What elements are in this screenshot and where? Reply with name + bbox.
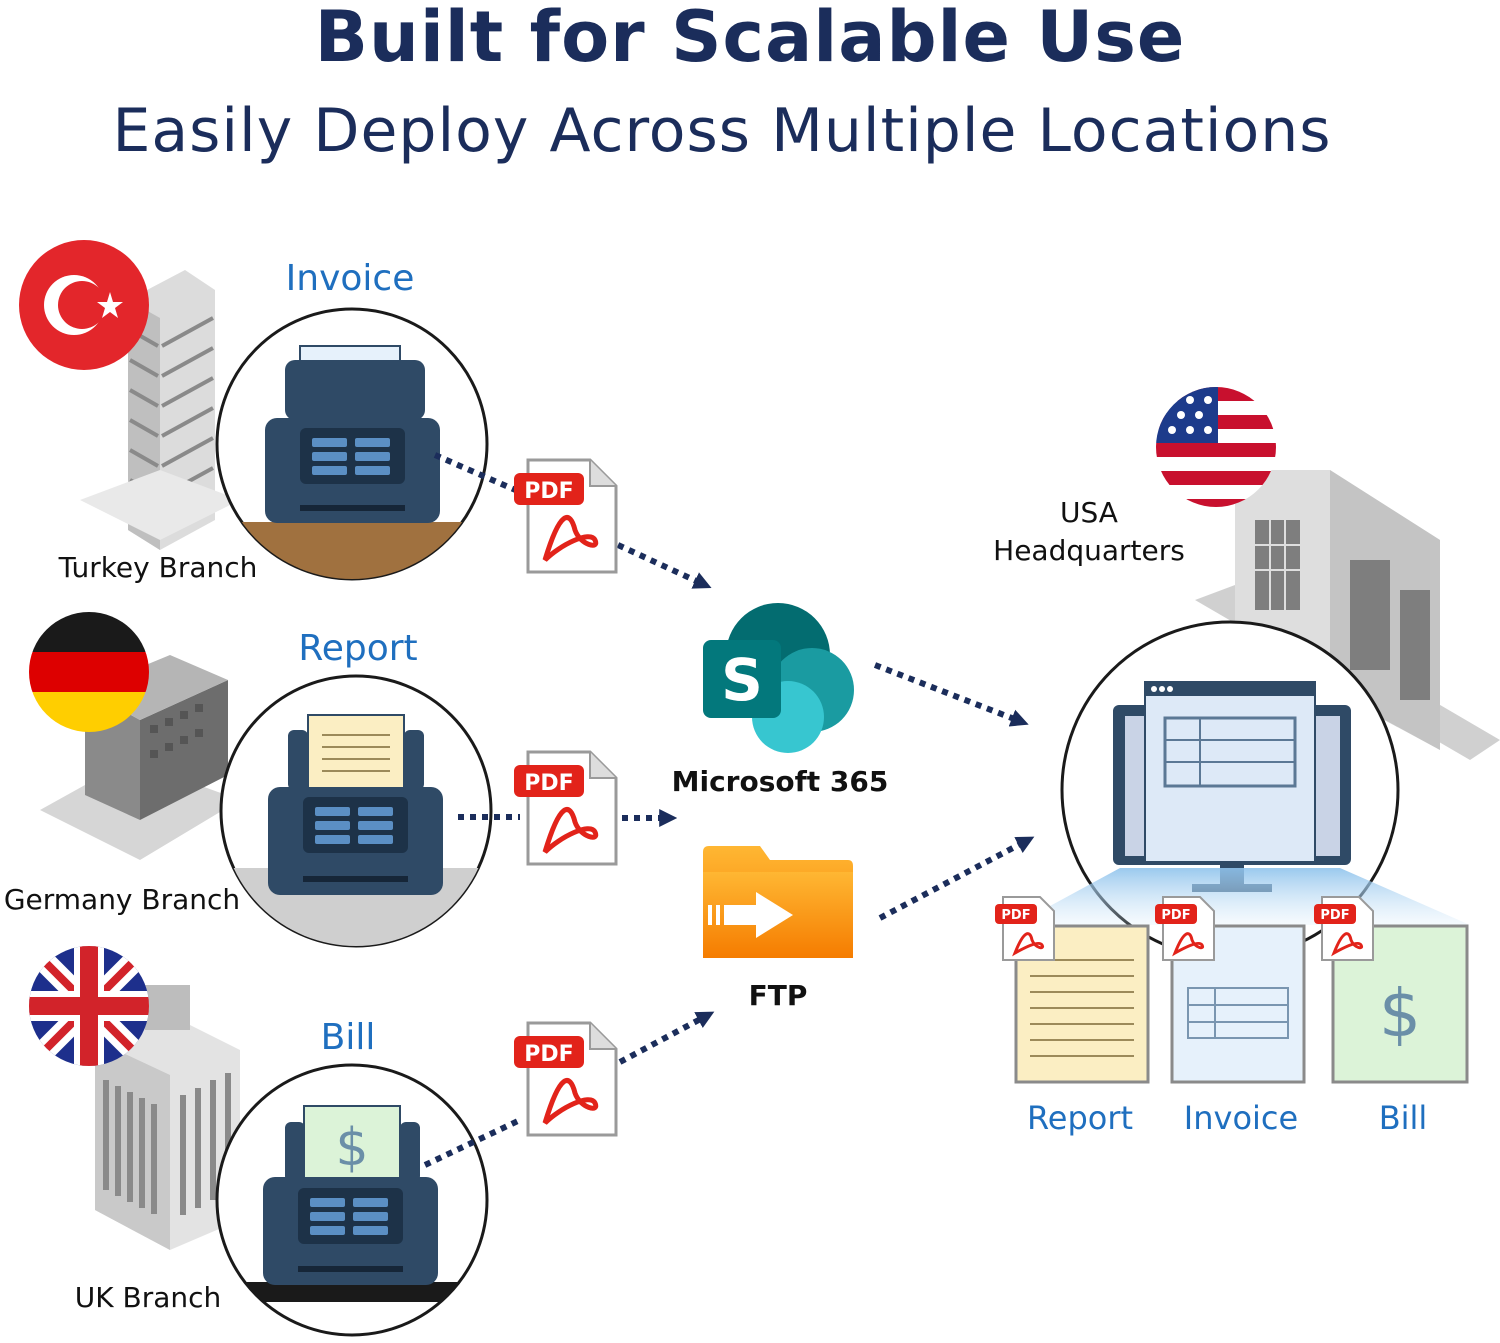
sharepoint-icon: S: [703, 603, 854, 753]
hq-label-line2: Headquarters: [993, 534, 1185, 567]
projection-beam: [1015, 868, 1470, 925]
hq-label-line1: USA: [1060, 496, 1118, 529]
invoice-doc-label: Invoice: [286, 258, 415, 299]
pdf-badge-text: PDF: [524, 1042, 573, 1067]
sharepoint-letter: S: [721, 646, 763, 714]
usa-flag-icon: [1156, 387, 1276, 507]
pdf-file-icon: PDF: [514, 1021, 618, 1137]
turkey-flag-icon: [19, 240, 149, 370]
invoice-scanner-icon: [215, 307, 489, 581]
uk-flag-icon: [29, 946, 149, 1066]
turkey-building-icon: [80, 270, 240, 550]
report-doc-label: Report: [298, 628, 417, 669]
output-report-label: Report: [1027, 1099, 1133, 1137]
pdf-file-icon: PDF: [514, 458, 618, 574]
pdf-badge-text: PDF: [524, 771, 573, 796]
bill-output-dollar-sign: $: [1379, 975, 1421, 1052]
uk-building-icon: [95, 985, 240, 1250]
pdf-badge-text: PDF: [1161, 908, 1190, 923]
arrow-microsoft-to-hq: [873, 662, 1029, 727]
output-invoice-label: Invoice: [1184, 1099, 1298, 1137]
page-subtitle: Easily Deploy Across Multiple Locations: [112, 96, 1332, 166]
microsoft-365-label: Microsoft 365: [672, 765, 889, 798]
pdf-file-icon: PDF: [514, 750, 618, 866]
page-title: Built for Scalable Use: [314, 0, 1186, 78]
ftp-label: FTP: [749, 979, 808, 1012]
report-scanner-icon: [219, 674, 493, 948]
bill-scanner-icon: $: [215, 1063, 489, 1337]
pdf-file-icon: PDF: [1155, 896, 1215, 961]
arrow-uk-to-pdf: [423, 1117, 522, 1168]
pdf-badge-text: PDF: [524, 479, 573, 504]
ftp-folder-icon: [703, 846, 853, 958]
germany-flag-icon: [29, 612, 149, 732]
germany-branch-label: Germany Branch: [4, 883, 240, 916]
uk-branch-label: UK Branch: [75, 1281, 222, 1314]
pdf-badge-text: PDF: [1320, 908, 1349, 923]
arrow-ftp-to-hq: [878, 836, 1035, 921]
arrow-pdf-to-ftp: [618, 1011, 715, 1065]
pdf-badge-text: PDF: [1001, 908, 1030, 923]
bill-output-doc-icon: $: [1331, 924, 1469, 1084]
pdf-file-icon: PDF: [995, 896, 1055, 961]
turkey-branch-label: Turkey Branch: [58, 551, 258, 584]
bill-doc-label: Bill: [321, 1017, 376, 1058]
arrow-turkey-to-pdf: [433, 452, 522, 495]
pdf-file-icon: PDF: [1314, 896, 1374, 961]
bill-dollar-sign: $: [335, 1118, 368, 1178]
arrow-pdf-to-microsoft: [616, 542, 712, 589]
output-bill-label: Bill: [1379, 1099, 1428, 1137]
